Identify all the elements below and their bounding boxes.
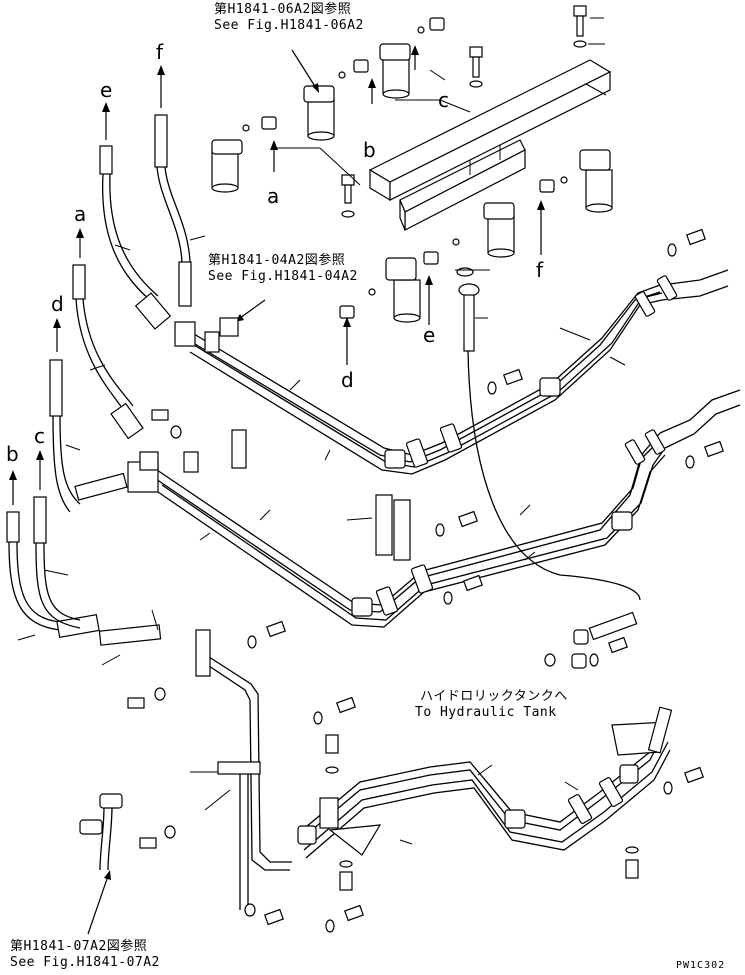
upper-bracket-assembly [368, 59, 612, 231]
mount-brackets [195, 429, 673, 856]
center-bolts [341, 46, 483, 277]
letter-f-left: f [156, 40, 164, 64]
flanges-clamps [297, 275, 678, 845]
filter-cartridges [211, 43, 613, 323]
letter-c-left: c [34, 424, 45, 448]
letter-c-top: c [438, 88, 449, 112]
letter-b-left: b [6, 442, 19, 466]
bolts-washers [79, 228, 724, 933]
tank-note-jp: ハイドロリックタンクへ [420, 689, 568, 704]
letter-a-left: a [74, 202, 87, 226]
leader-lines [17, 69, 626, 845]
letter-e-right: e [423, 323, 436, 347]
tee-fittings [127, 317, 239, 493]
letter-f-right: f [536, 258, 544, 282]
drawing-code: PW1C302 [676, 960, 726, 971]
ref-04a2-en: See Fig.H1841-04A2 [208, 269, 358, 284]
letter-e-left: e [100, 78, 113, 102]
ref-04a2-jp: 第H1841-04A2図参照 [208, 253, 346, 268]
ref-07a2-jp: 第H1841-07A2図参照 [10, 939, 148, 954]
ref-07a2-en: See Fig.H1841-07A2 [10, 955, 160, 970]
tank-note-en: To Hydraulic Tank [415, 705, 557, 720]
letter-d-left: d [51, 292, 64, 316]
ref-06a2-jp: 第H1841-06A2図参照 [214, 2, 352, 17]
reference-arrows [87, 49, 319, 935]
hoses-left [6, 114, 192, 646]
letter-d-right: d [341, 368, 354, 392]
letter-b-top: b [363, 138, 376, 162]
bolt-top-right [573, 5, 607, 96]
connection-arrows [9, 45, 545, 505]
ref-06a2-en: See Fig.H1841-06A2 [214, 18, 364, 33]
letter-a-top: a [267, 184, 280, 208]
